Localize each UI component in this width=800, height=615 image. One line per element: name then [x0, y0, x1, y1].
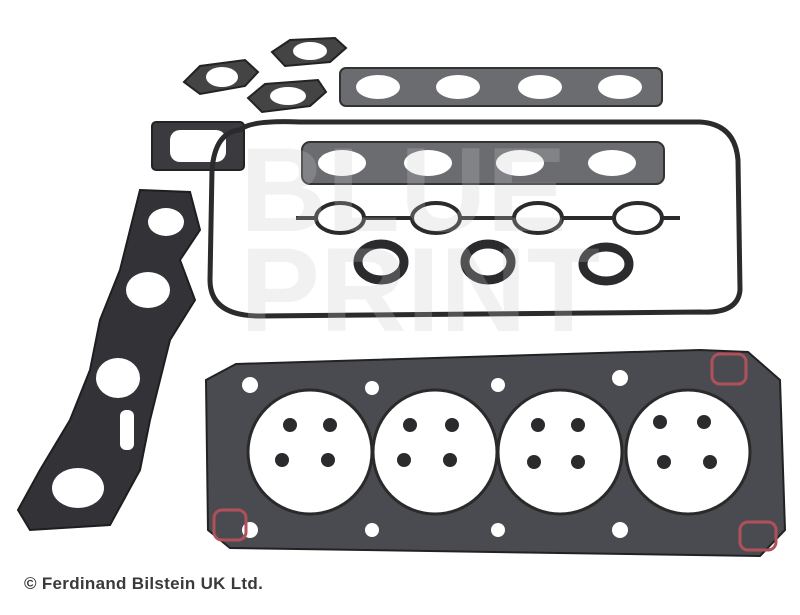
intake-gasket-upper [301, 141, 665, 185]
cylinder-head-gasket [204, 348, 787, 558]
shaft-seals [353, 239, 634, 286]
valve-cover-gasket [207, 119, 743, 319]
thermostat-gasket-2 [270, 36, 348, 68]
water-outlet-gasket [246, 78, 328, 114]
throttle-body-gasket [151, 121, 245, 171]
thermostat-gasket-1 [182, 58, 260, 96]
intake-manifold-gasket [16, 188, 202, 532]
spark-plug-tube-seals [296, 201, 680, 235]
copyright-text: © Ferdinand Bilstein UK Ltd. [24, 574, 264, 593]
exhaust-manifold-gasket [339, 67, 663, 107]
